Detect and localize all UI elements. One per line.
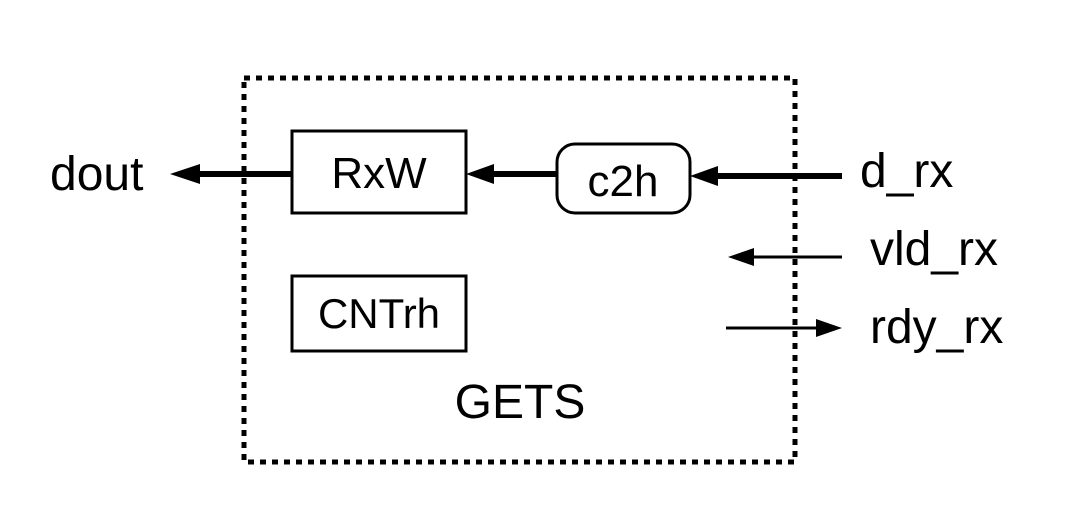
rdy-rx-label: rdy_rx [870, 301, 1003, 354]
vld-rx-label: vld_rx [870, 223, 998, 276]
d-rx-label: d_rx [860, 145, 953, 198]
cntrh-block [290, 274, 468, 353]
vld-rx-arrowhead [728, 248, 754, 266]
rxw-label: RxW [331, 149, 427, 198]
rdy-rx-arrowhead [816, 319, 842, 337]
rxw-to-dout-arrowhead [170, 164, 200, 184]
c2h-label: c2h [588, 157, 659, 206]
c2h-to-rxw-arrowhead [466, 164, 494, 184]
dout-label: dout [50, 148, 143, 201]
gets-label: GETS [455, 376, 586, 429]
cntrh-label: CNTrh [318, 290, 440, 337]
c2h-block [555, 142, 692, 215]
d-rx-arrowhead [690, 166, 718, 186]
